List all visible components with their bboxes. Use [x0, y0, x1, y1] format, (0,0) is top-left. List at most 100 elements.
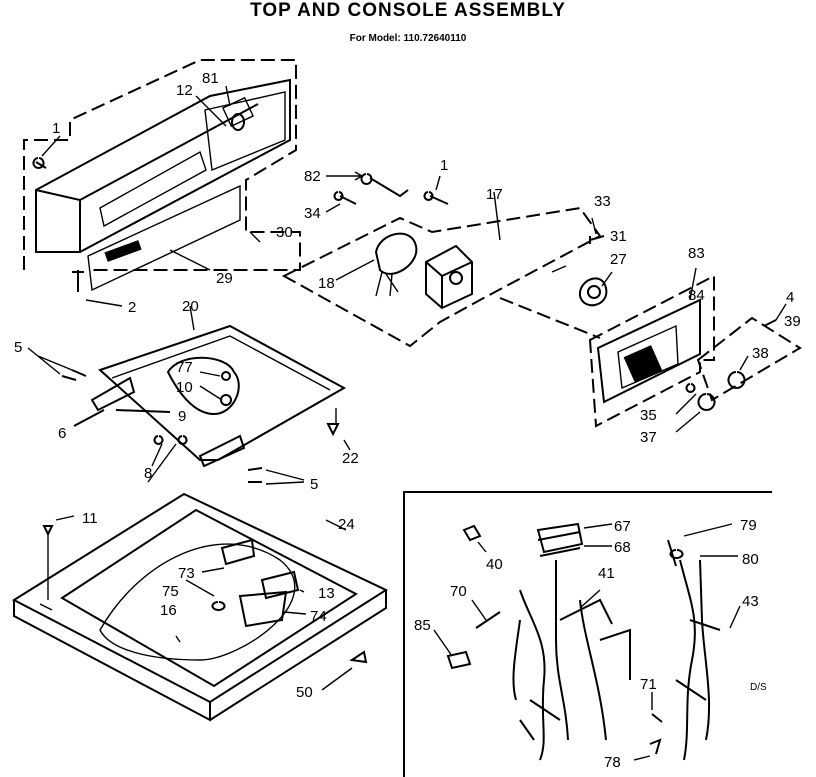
- callout-31: 31: [610, 228, 627, 245]
- callout-68: 68: [614, 539, 631, 556]
- harness-41: [512, 560, 631, 761]
- wiring-inset: [403, 491, 772, 777]
- callout-41: 41: [598, 565, 615, 582]
- cabinet-top-group: [11, 492, 389, 722]
- top-lid-group: [27, 305, 351, 485]
- callout-6: 6: [58, 425, 66, 442]
- clip-71: [651, 713, 663, 723]
- callout-73: 73: [178, 565, 195, 582]
- model-number: For Model: 110.72640110: [349, 33, 467, 44]
- callout-17: 17: [486, 186, 503, 203]
- callout-38: 38: [752, 345, 769, 362]
- callout-29: 29: [216, 270, 233, 287]
- switch-27: [578, 277, 608, 307]
- bracket-74: [238, 590, 288, 628]
- back-panel-group: [588, 267, 802, 433]
- timer-motor: [374, 232, 418, 275]
- screw-1-left: [32, 157, 47, 169]
- callout-79: 79: [740, 517, 757, 534]
- callout-4: 4: [786, 289, 794, 306]
- hinge-right: [198, 434, 246, 468]
- screw-5-bottom: [247, 467, 263, 483]
- screw-34: [333, 191, 357, 205]
- callout-16: 16: [160, 602, 177, 619]
- part-50: [349, 650, 368, 664]
- callout-1-left: 1: [52, 120, 60, 137]
- console-badge: [104, 240, 142, 262]
- callout-8: 8: [144, 465, 152, 482]
- backsplash-plate: [596, 298, 701, 404]
- callout-40: 40: [486, 556, 503, 573]
- clip-80: [669, 549, 684, 559]
- switch-13: [260, 570, 300, 600]
- screw-82: [360, 173, 409, 198]
- inset-border: [403, 491, 772, 777]
- callout-78: 78: [604, 754, 621, 771]
- plug-85: [446, 650, 472, 670]
- connector-40: [462, 524, 482, 542]
- screw-9: [115, 409, 171, 413]
- screw-8: [153, 435, 188, 445]
- callout-50: 50: [296, 684, 313, 701]
- clip-78: [649, 738, 662, 755]
- callout-75: 75: [162, 583, 179, 600]
- callout-5-top: 5: [14, 339, 22, 356]
- screw-6: [73, 409, 105, 427]
- harness-43: [675, 559, 721, 761]
- callout-70: 70: [450, 583, 467, 600]
- callout-67: 67: [614, 518, 631, 535]
- callout-24: 24: [338, 516, 355, 533]
- clip-79: [667, 539, 677, 567]
- timer-group: [281, 171, 613, 348]
- callout-11: 11: [82, 510, 98, 527]
- callout-83: 83: [688, 245, 705, 262]
- callout-77: 77: [176, 359, 193, 376]
- callout-30: 30: [276, 224, 293, 241]
- screw-31: [589, 235, 605, 244]
- corner-note: D/S: [750, 682, 767, 693]
- callout-13: 13: [318, 585, 335, 602]
- callout-10: 10: [176, 379, 193, 396]
- callout-39: 39: [784, 313, 801, 330]
- screw-11: [42, 525, 54, 537]
- callout-2: 2: [128, 299, 136, 316]
- callout-37: 37: [640, 429, 657, 446]
- callout-74: 74: [310, 608, 327, 625]
- callout-labels: 1 12 81 82 1 17 33 31 27 34 30 29 2 18 8…: [14, 70, 801, 771]
- callout-80: 80: [742, 551, 759, 568]
- callout-71: 71: [640, 676, 657, 693]
- screw-2: [72, 270, 84, 292]
- screw-5-top: [61, 369, 87, 381]
- lid-hinge-area: [166, 356, 240, 416]
- plug-70: [475, 611, 501, 629]
- callout-82: 82: [304, 168, 321, 185]
- callout-20: 20: [182, 298, 199, 315]
- callout-5-bottom: 5: [310, 476, 318, 493]
- knob-38: [727, 371, 746, 389]
- top-lid: [98, 324, 347, 461]
- callout-18: 18: [318, 275, 335, 292]
- switch-73: [220, 538, 256, 566]
- callout-33: 33: [594, 193, 611, 210]
- hinge-left: [90, 376, 136, 412]
- screw-1-right: [423, 191, 449, 205]
- callout-22: 22: [342, 450, 359, 467]
- terminal-block-67-68: [536, 522, 584, 554]
- screw-4: [763, 319, 777, 327]
- callout-27: 27: [610, 251, 627, 268]
- indicator-panel: [623, 345, 663, 383]
- console-panel-group: [23, 59, 301, 307]
- timer-block: [425, 244, 473, 310]
- page-title: TOP AND CONSOLE ASSEMBLY: [250, 0, 566, 21]
- callout-1-right: 1: [440, 157, 448, 174]
- callout-81: 81: [202, 70, 219, 87]
- callout-12: 12: [176, 82, 193, 99]
- knob-37: [697, 393, 716, 411]
- bumper-22: [326, 423, 340, 437]
- callout-9: 9: [178, 408, 186, 425]
- callout-35: 35: [640, 407, 657, 424]
- callout-85: 85: [414, 617, 431, 634]
- callout-34: 34: [304, 205, 321, 222]
- callout-43: 43: [742, 593, 759, 610]
